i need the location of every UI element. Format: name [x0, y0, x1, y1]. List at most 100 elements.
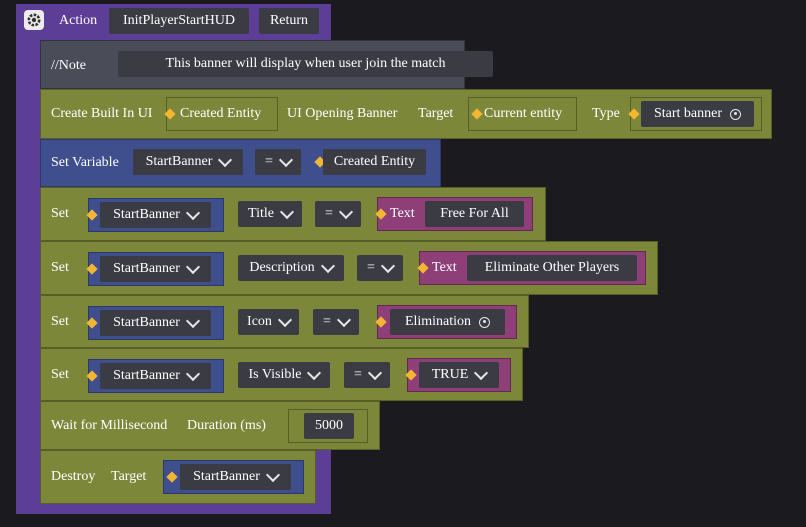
icon-value: Elimination	[404, 314, 472, 329]
boolean-value: TRUE	[431, 367, 469, 382]
destroy-label: Destroy	[51, 469, 96, 484]
chevron-down-icon	[336, 312, 352, 328]
destroy-target-input[interactable]: StartBanner	[163, 460, 304, 494]
target-input[interactable]: Current entity	[468, 97, 577, 131]
action-label: Action	[59, 13, 98, 28]
destroy-target-dropdown[interactable]: StartBanner	[180, 464, 291, 490]
property-dropdown[interactable]: Description	[238, 255, 344, 281]
connector-diamond-icon	[375, 316, 387, 328]
chevron-down-icon	[218, 152, 233, 168]
note-block: //Note This banner will display when use…	[40, 40, 493, 89]
text-value-field[interactable]: Eliminate Other Players	[467, 255, 637, 281]
set-variable-block: Set Variable StartBanner = Created Entit…	[40, 139, 441, 187]
return-label: Return	[269, 13, 309, 28]
action-name-text: InitPlayerStartHUD	[123, 13, 235, 28]
type-value: Start banner	[653, 106, 723, 121]
text-value-input[interactable]: Text Eliminate Other Players	[417, 251, 646, 285]
chevron-down-icon	[279, 204, 295, 220]
object-input[interactable]: StartBanner	[86, 306, 224, 340]
object-name: StartBanner	[113, 368, 180, 383]
value-type-label: Text	[432, 260, 457, 275]
variable-value-field[interactable]: Created Entity	[323, 149, 426, 175]
chevron-down-icon	[185, 313, 201, 329]
type-selector[interactable]: Start banner	[641, 101, 754, 127]
destroy-target-value: StartBanner	[193, 469, 260, 484]
property-dropdown[interactable]: Is Visible	[238, 362, 330, 388]
target-value: Current entity	[484, 106, 563, 121]
connector-diamond-icon	[628, 108, 640, 120]
chevron-down-icon	[278, 152, 294, 168]
duration-value: 5000	[315, 418, 343, 433]
note-text-field[interactable]: This banner will display when user join …	[118, 51, 493, 77]
boolean-value-input[interactable]: TRUE	[405, 358, 511, 392]
property-dropdown[interactable]: Title	[238, 201, 302, 227]
variable-dropdown[interactable]: StartBanner	[133, 149, 243, 175]
property-name: Icon	[247, 314, 272, 329]
text-value: Eliminate Other Players	[484, 260, 620, 275]
object-input[interactable]: StartBanner	[86, 198, 224, 232]
wait-block: Wait for Millisecond Duration (ms) 5000	[40, 401, 380, 450]
object-name: StartBanner	[113, 315, 180, 330]
type-input[interactable]: Start banner	[628, 97, 762, 131]
created-entity-output[interactable]: Created Entity	[164, 97, 278, 131]
connector-diamond-icon	[86, 209, 98, 221]
property-name: Description	[249, 260, 315, 275]
object-dropdown[interactable]: StartBanner	[100, 363, 211, 389]
property-name: Is Visible	[248, 367, 302, 382]
boolean-dropdown[interactable]: TRUE	[419, 362, 499, 388]
operator-value: =	[354, 367, 362, 382]
object-input[interactable]: StartBanner	[86, 252, 224, 286]
chevron-down-icon	[307, 365, 322, 381]
connector-diamond-icon	[471, 108, 483, 120]
wait-label: Wait for Millisecond	[51, 418, 168, 433]
chevron-down-icon	[320, 258, 335, 274]
radio-icon	[730, 108, 742, 120]
property-dropdown[interactable]: Icon	[238, 309, 299, 335]
operator-dropdown[interactable]: =	[255, 149, 301, 175]
duration-field[interactable]: 5000	[304, 413, 354, 439]
object-name: StartBanner	[113, 207, 180, 222]
destroy-block: Destroy Target StartBanner	[40, 450, 316, 504]
create-ui-label: Create Built In UI	[51, 106, 153, 121]
connector-diamond-icon	[417, 262, 429, 274]
text-value-field[interactable]: Free For All	[425, 201, 524, 227]
set-label: Set	[51, 206, 69, 221]
connector-diamond-icon	[86, 317, 98, 329]
operator-value: =	[325, 206, 333, 221]
radio-icon	[479, 316, 491, 328]
object-input[interactable]: StartBanner	[86, 359, 224, 393]
object-name: StartBanner	[113, 261, 180, 276]
variable-name: StartBanner	[145, 154, 213, 169]
operator-dropdown[interactable]: =	[357, 255, 403, 281]
connector-diamond-icon	[375, 208, 387, 220]
chevron-down-icon	[185, 366, 201, 382]
chevron-down-icon	[474, 365, 489, 381]
set-label: Set	[51, 314, 69, 329]
object-dropdown[interactable]: StartBanner	[100, 202, 211, 228]
return-button[interactable]: Return	[259, 8, 319, 34]
operator-value: =	[367, 260, 375, 275]
text-value-input[interactable]: Text Free For All	[375, 197, 533, 231]
action-name-field[interactable]: InitPlayerStartHUD	[109, 8, 249, 34]
operator-dropdown[interactable]: =	[313, 309, 359, 335]
set-icon-block: Set StartBanner Icon = Elimination	[40, 295, 529, 348]
connector-diamond-icon	[86, 263, 98, 275]
gear-icon[interactable]	[24, 10, 44, 30]
set-label: Set	[51, 367, 69, 382]
property-name: Title	[248, 206, 274, 221]
value-type-label: Text	[390, 206, 415, 221]
icon-value-input[interactable]: Elimination	[375, 305, 517, 339]
chevron-down-icon	[380, 258, 396, 274]
object-dropdown[interactable]: StartBanner	[100, 256, 211, 282]
operator-dropdown[interactable]: =	[344, 362, 390, 388]
duration-label: Duration (ms)	[187, 418, 266, 433]
set-description-block: Set StartBanner Description = Text Elimi…	[40, 241, 658, 295]
object-dropdown[interactable]: StartBanner	[100, 310, 211, 336]
chevron-down-icon	[338, 204, 354, 220]
chevron-down-icon	[367, 365, 383, 381]
set-title-block: Set StartBanner Title = Text Free For Al…	[40, 187, 546, 241]
operator-dropdown[interactable]: =	[315, 201, 361, 227]
chevron-down-icon	[265, 467, 281, 483]
duration-input[interactable]: 5000	[288, 409, 368, 443]
icon-value-field[interactable]: Elimination	[390, 309, 505, 335]
